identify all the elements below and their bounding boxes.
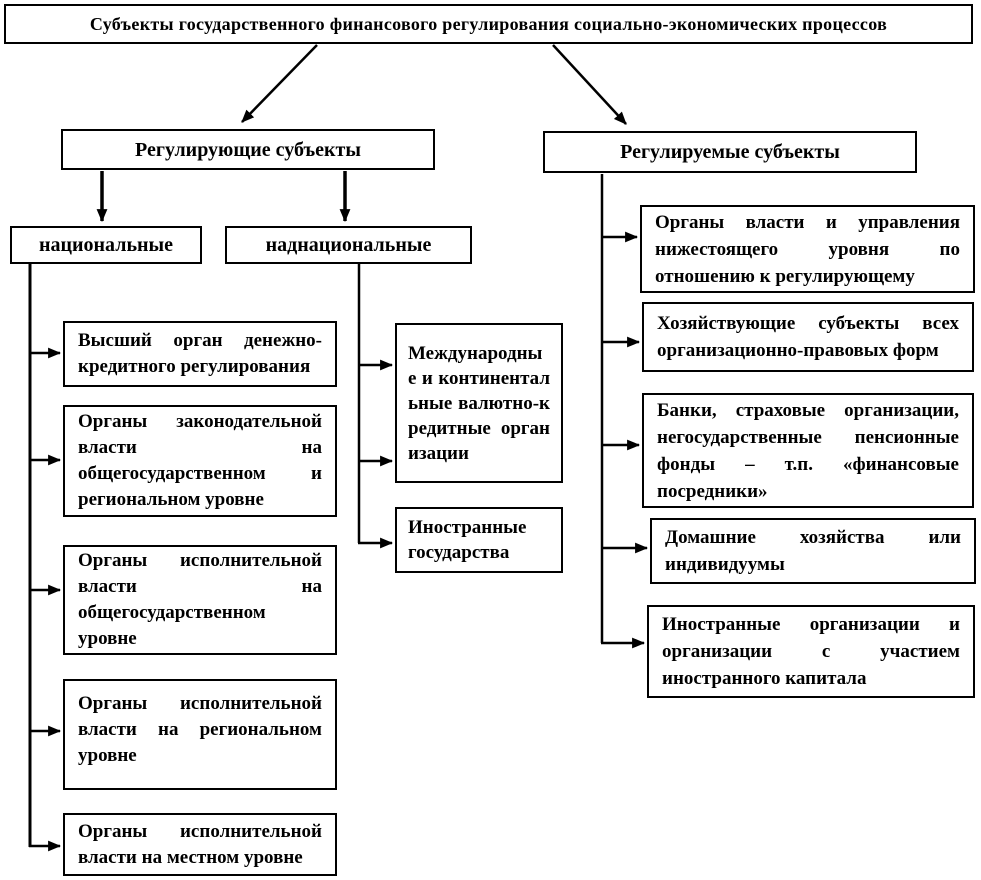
node-label: Домашние хозяйства или индивидуумы bbox=[665, 527, 961, 575]
node-supranational: наднациональные bbox=[225, 226, 472, 264]
node-label: Иностранные организации и организации с … bbox=[662, 614, 960, 689]
node-supranational-child-international-organizations: Международные и континентальные валютно-… bbox=[395, 323, 563, 483]
node-label: Органы исполнительной власти на общегосу… bbox=[78, 550, 322, 649]
node-regulating-subjects: Регулирующие субъекты bbox=[61, 129, 435, 170]
node-supranational-child-foreign-states: Иностранные государства bbox=[395, 507, 563, 573]
node-regulated-child-lower-authorities: Органы власти и управления нижестоящего … bbox=[640, 205, 975, 293]
node-regulated-subjects: Регулируемые субъекты bbox=[543, 131, 917, 173]
node-label: Хозяйствующие субъекты всех организацион… bbox=[657, 313, 959, 361]
node-regulated-child-financial-intermediaries: Банки, страховые организации, негосударс… bbox=[642, 393, 974, 508]
arrow-title-to-regulating bbox=[241, 44, 318, 123]
node-label: Органы исполнительной власти на регионал… bbox=[78, 693, 322, 766]
national-branch-lines bbox=[28, 263, 62, 852]
node-label: Иностранные государства bbox=[408, 517, 527, 563]
node-regulated-child-households: Домашние хозяйства или индивидуумы bbox=[650, 518, 976, 584]
node-supranational-label: наднациональные bbox=[265, 234, 432, 256]
node-national-child-legislative-bodies: Органы законодательной власти на общегос… bbox=[63, 405, 337, 517]
node-national-child-executive-national: Органы исполнительной власти на общегосу… bbox=[63, 545, 337, 655]
supranational-branch-lines bbox=[357, 263, 394, 549]
node-label: Органы исполнительной власти на местном … bbox=[78, 820, 322, 868]
node-label: Банки, страховые организации, негосударс… bbox=[657, 399, 959, 502]
node-title-label: Субъекты государственного финансового ре… bbox=[89, 14, 888, 34]
node-label: Органы власти и управления нижестоящего … bbox=[655, 211, 960, 287]
node-regulating-subjects-label: Регулирующие субъекты bbox=[135, 138, 361, 161]
node-label: Высший орган денежно-кредитного регулиро… bbox=[78, 330, 322, 377]
node-regulated-child-business-entities: Хозяйствующие субъекты всех организацион… bbox=[642, 302, 974, 372]
node-regulated-subjects-label: Регулируемые субъекты bbox=[620, 141, 840, 163]
node-label: Международные и континентальные валютно-… bbox=[408, 342, 550, 464]
node-national-child-executive-local: Органы исполнительной власти на местном … bbox=[63, 813, 337, 876]
node-national-label: национальные bbox=[38, 234, 174, 256]
node-title: Субъекты государственного финансового ре… bbox=[4, 4, 973, 44]
node-national: национальные bbox=[10, 226, 202, 264]
arrow-title-to-regulated bbox=[552, 44, 627, 125]
node-regulated-child-foreign-organizations: Иностранные организации и организации с … bbox=[647, 605, 975, 698]
node-national-child-monetary-authority: Высший орган денежно-кредитного регулиро… bbox=[63, 321, 337, 387]
node-national-child-executive-regional: Органы исполнительной власти на регионал… bbox=[63, 679, 337, 790]
node-label: Органы законодательной власти на общегос… bbox=[78, 411, 322, 510]
